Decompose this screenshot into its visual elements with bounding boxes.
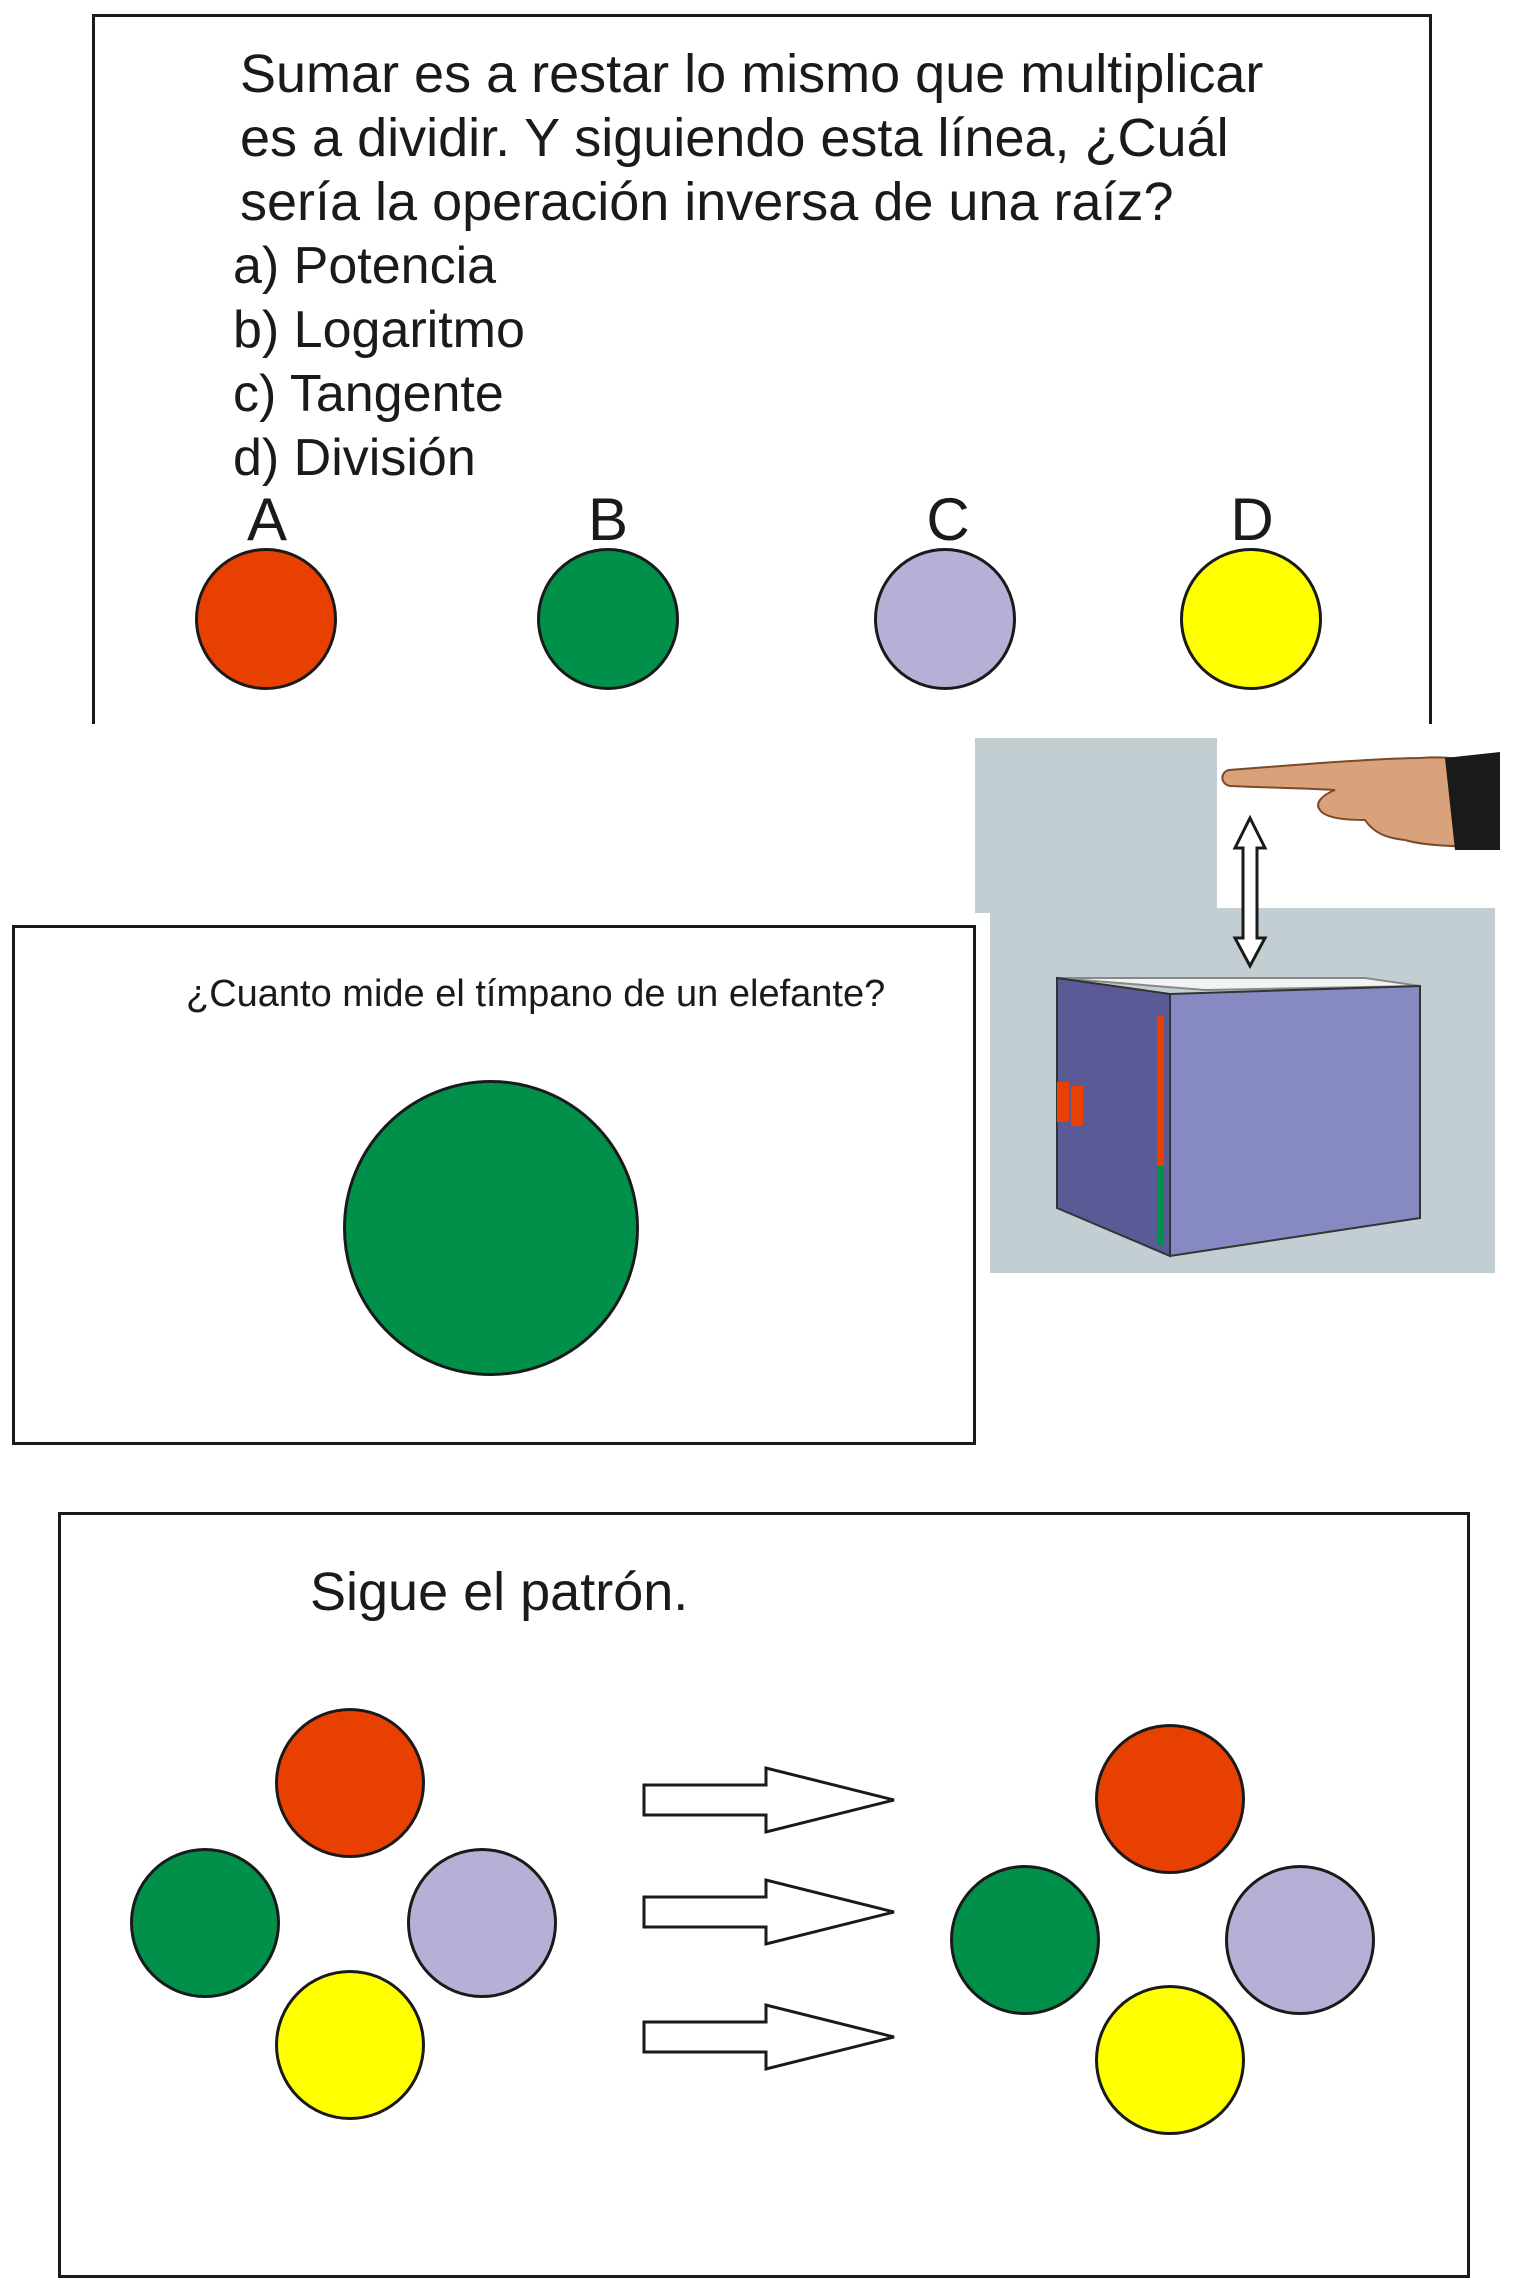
option-d: d) División [233,429,476,487]
pattern-circle-top[interactable] [275,1708,425,1858]
option-a: a) Potencia [233,237,497,295]
answer-button-d[interactable] [1180,548,1322,690]
display-segment [1057,1082,1069,1122]
pattern-result-left [950,1865,1100,2015]
double-arrow-icon [1232,814,1268,970]
box-front-face [1169,984,1421,1258]
pattern-result-right [1225,1865,1375,2015]
level-indicator-low [1157,1166,1164,1246]
answer-button-single[interactable] [343,1080,639,1376]
answer-letter-b: B [587,486,629,553]
answer-letter-c: C [926,486,970,553]
answer-button-a[interactable] [195,548,337,690]
arrow-right-icon [642,2003,895,2071]
question-panel-middle [12,925,976,1445]
option-b: b) Logaritmo [233,301,525,359]
option-c: c) Tangente [233,365,504,423]
pattern-circle-right[interactable] [407,1848,557,1998]
pattern-circle-bottom[interactable] [275,1970,425,2120]
pattern-result-top [1095,1724,1245,1874]
question-panel-top [92,14,1432,724]
answer-letter-a: A [246,486,288,553]
device-illustration [975,738,1500,1273]
answer-button-c[interactable] [874,548,1016,690]
pattern-arrows [642,1766,895,2071]
answer-button-b[interactable] [537,548,679,690]
pointing-hand-icon [1221,752,1500,850]
pattern-panel [58,1512,1470,2278]
level-indicator-high [1157,1016,1164,1166]
arrow-right-icon [642,1878,895,1946]
question-text-top: Sumar es a restar lo mismo que multiplic… [240,44,1264,232]
arrow-right-icon [642,1766,895,1834]
question-text-middle: ¿Cuanto mide el tímpano de un elefante? [186,973,886,1015]
pattern-instruction: Sigue el patrón. [310,1562,689,1622]
answer-letter-d: D [1230,486,1274,553]
display-segment [1071,1086,1083,1126]
pattern-circle-left[interactable] [130,1848,280,1998]
pattern-result-bottom [1095,1985,1245,2135]
